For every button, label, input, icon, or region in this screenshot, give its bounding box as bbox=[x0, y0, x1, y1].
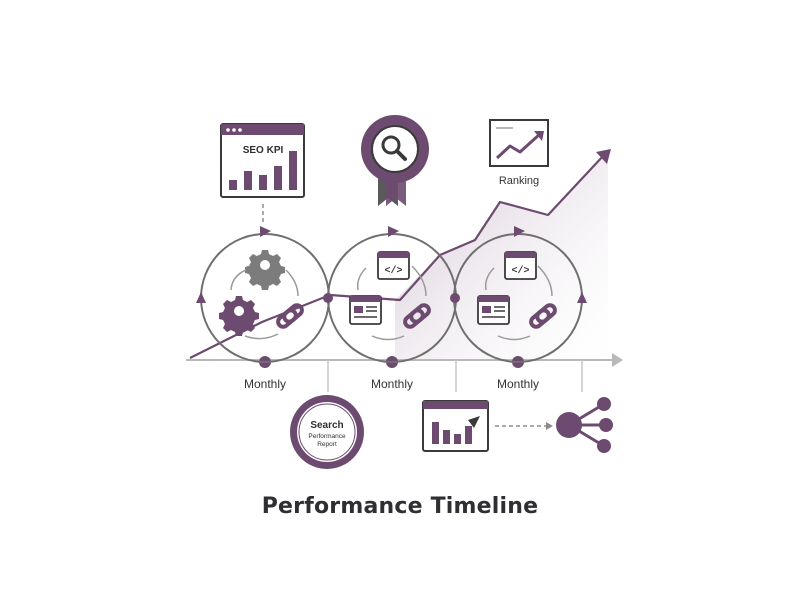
flow-arrow bbox=[244, 333, 279, 340]
browser-window-icon bbox=[349, 295, 382, 325]
axis-arrow-icon bbox=[612, 353, 623, 367]
cycle-label: Monthly bbox=[497, 377, 539, 391]
cycle-1 bbox=[196, 226, 330, 363]
code-window-icon: </> bbox=[504, 251, 537, 280]
cycle-label: Monthly bbox=[371, 377, 413, 391]
flow-arrow bbox=[484, 267, 495, 291]
browser-window-icon bbox=[477, 295, 510, 325]
bar-chart-icon bbox=[229, 151, 297, 190]
flow-arrow bbox=[497, 335, 531, 341]
network-icon bbox=[556, 397, 613, 453]
cycle-arrow-icon bbox=[388, 226, 399, 237]
report-seal: Search Performance Report bbox=[290, 395, 364, 469]
report-title: Search bbox=[310, 420, 343, 431]
cycle-3: </> bbox=[450, 226, 587, 363]
code-icon: </> bbox=[511, 265, 529, 277]
ranking-card: Ranking bbox=[489, 119, 549, 187]
gear-hub bbox=[234, 306, 244, 316]
report-subtitle: Report bbox=[317, 441, 337, 448]
cycle-arrow-icon bbox=[196, 292, 206, 303]
cycle-arrow-icon bbox=[577, 292, 587, 303]
report-subtitle: Performance bbox=[308, 433, 346, 440]
bar-chart-icon bbox=[432, 422, 472, 444]
link-icon bbox=[274, 301, 306, 331]
page-title: Performance Timeline bbox=[261, 494, 539, 519]
ranking-label: Ranking bbox=[499, 175, 539, 187]
analytics-window bbox=[422, 400, 553, 452]
flow-arrow bbox=[537, 265, 553, 297]
cycle-label: Monthly bbox=[244, 377, 286, 391]
seo-kpi-card: SEO KPI bbox=[220, 123, 305, 222]
flow-arrow bbox=[285, 269, 299, 297]
kpi-label: SEO KPI bbox=[243, 145, 284, 156]
flow-arrow bbox=[230, 269, 247, 291]
arrow-icon bbox=[546, 422, 553, 430]
cycle-arrow-icon bbox=[260, 226, 271, 237]
code-window-icon: </> bbox=[377, 251, 410, 280]
cycle-joint bbox=[450, 293, 460, 303]
flow-arrow bbox=[371, 335, 405, 341]
flow-arrow bbox=[356, 267, 367, 291]
trend-arrow-icon bbox=[596, 149, 611, 164]
magnifier-icon bbox=[381, 135, 407, 161]
flow-arrow bbox=[411, 265, 427, 297]
cycle-2: </> bbox=[323, 226, 457, 363]
code-icon: </> bbox=[384, 265, 402, 277]
cursor-icon bbox=[468, 416, 480, 428]
gear-hub bbox=[260, 260, 270, 270]
cycle-joint bbox=[323, 293, 333, 303]
cycle-arrow-icon bbox=[514, 226, 525, 237]
trend-arrow-icon bbox=[495, 132, 542, 160]
search-badge-icon bbox=[361, 115, 429, 206]
